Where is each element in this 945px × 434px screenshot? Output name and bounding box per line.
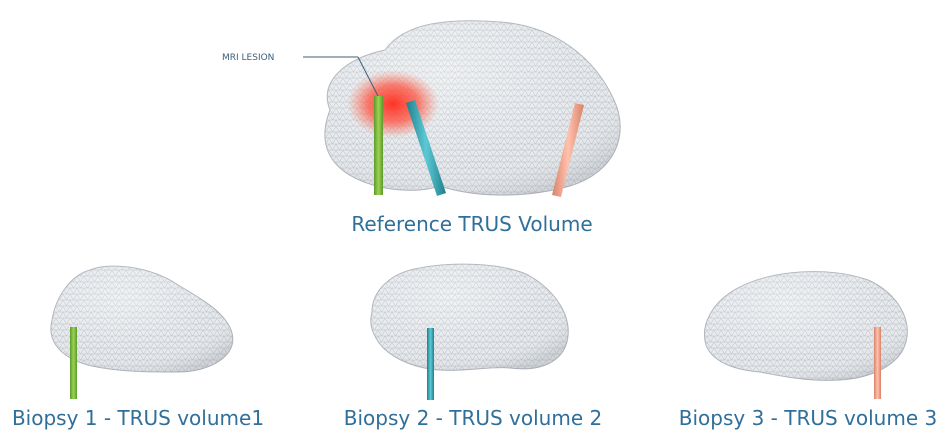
lesion-callout-label: MRI LESION <box>222 53 274 63</box>
biopsy3-caption: Biopsy 3 - TRUS volume 3 <box>679 406 937 430</box>
biopsy1-volume: Biopsy 1 - TRUS volume1 <box>12 266 264 430</box>
reference-volume: MRI LESION Reference TRUS Volume <box>222 21 620 236</box>
biopsy3-volume: Biopsy 3 - TRUS volume 3 <box>679 272 937 430</box>
biopsy1-caption: Biopsy 1 - TRUS volume1 <box>12 406 264 430</box>
needle-teal-biopsy2 <box>427 328 434 400</box>
reference-caption: Reference TRUS Volume <box>351 212 592 236</box>
needle-green-reference <box>374 96 383 195</box>
needle-salmon-biopsy3 <box>874 327 881 399</box>
mri-lesion <box>347 70 439 138</box>
biopsy2-volume: Biopsy 2 - TRUS volume 2 <box>344 264 602 430</box>
biopsy2-caption: Biopsy 2 - TRUS volume 2 <box>344 406 602 430</box>
needle-green-biopsy1 <box>70 327 77 399</box>
